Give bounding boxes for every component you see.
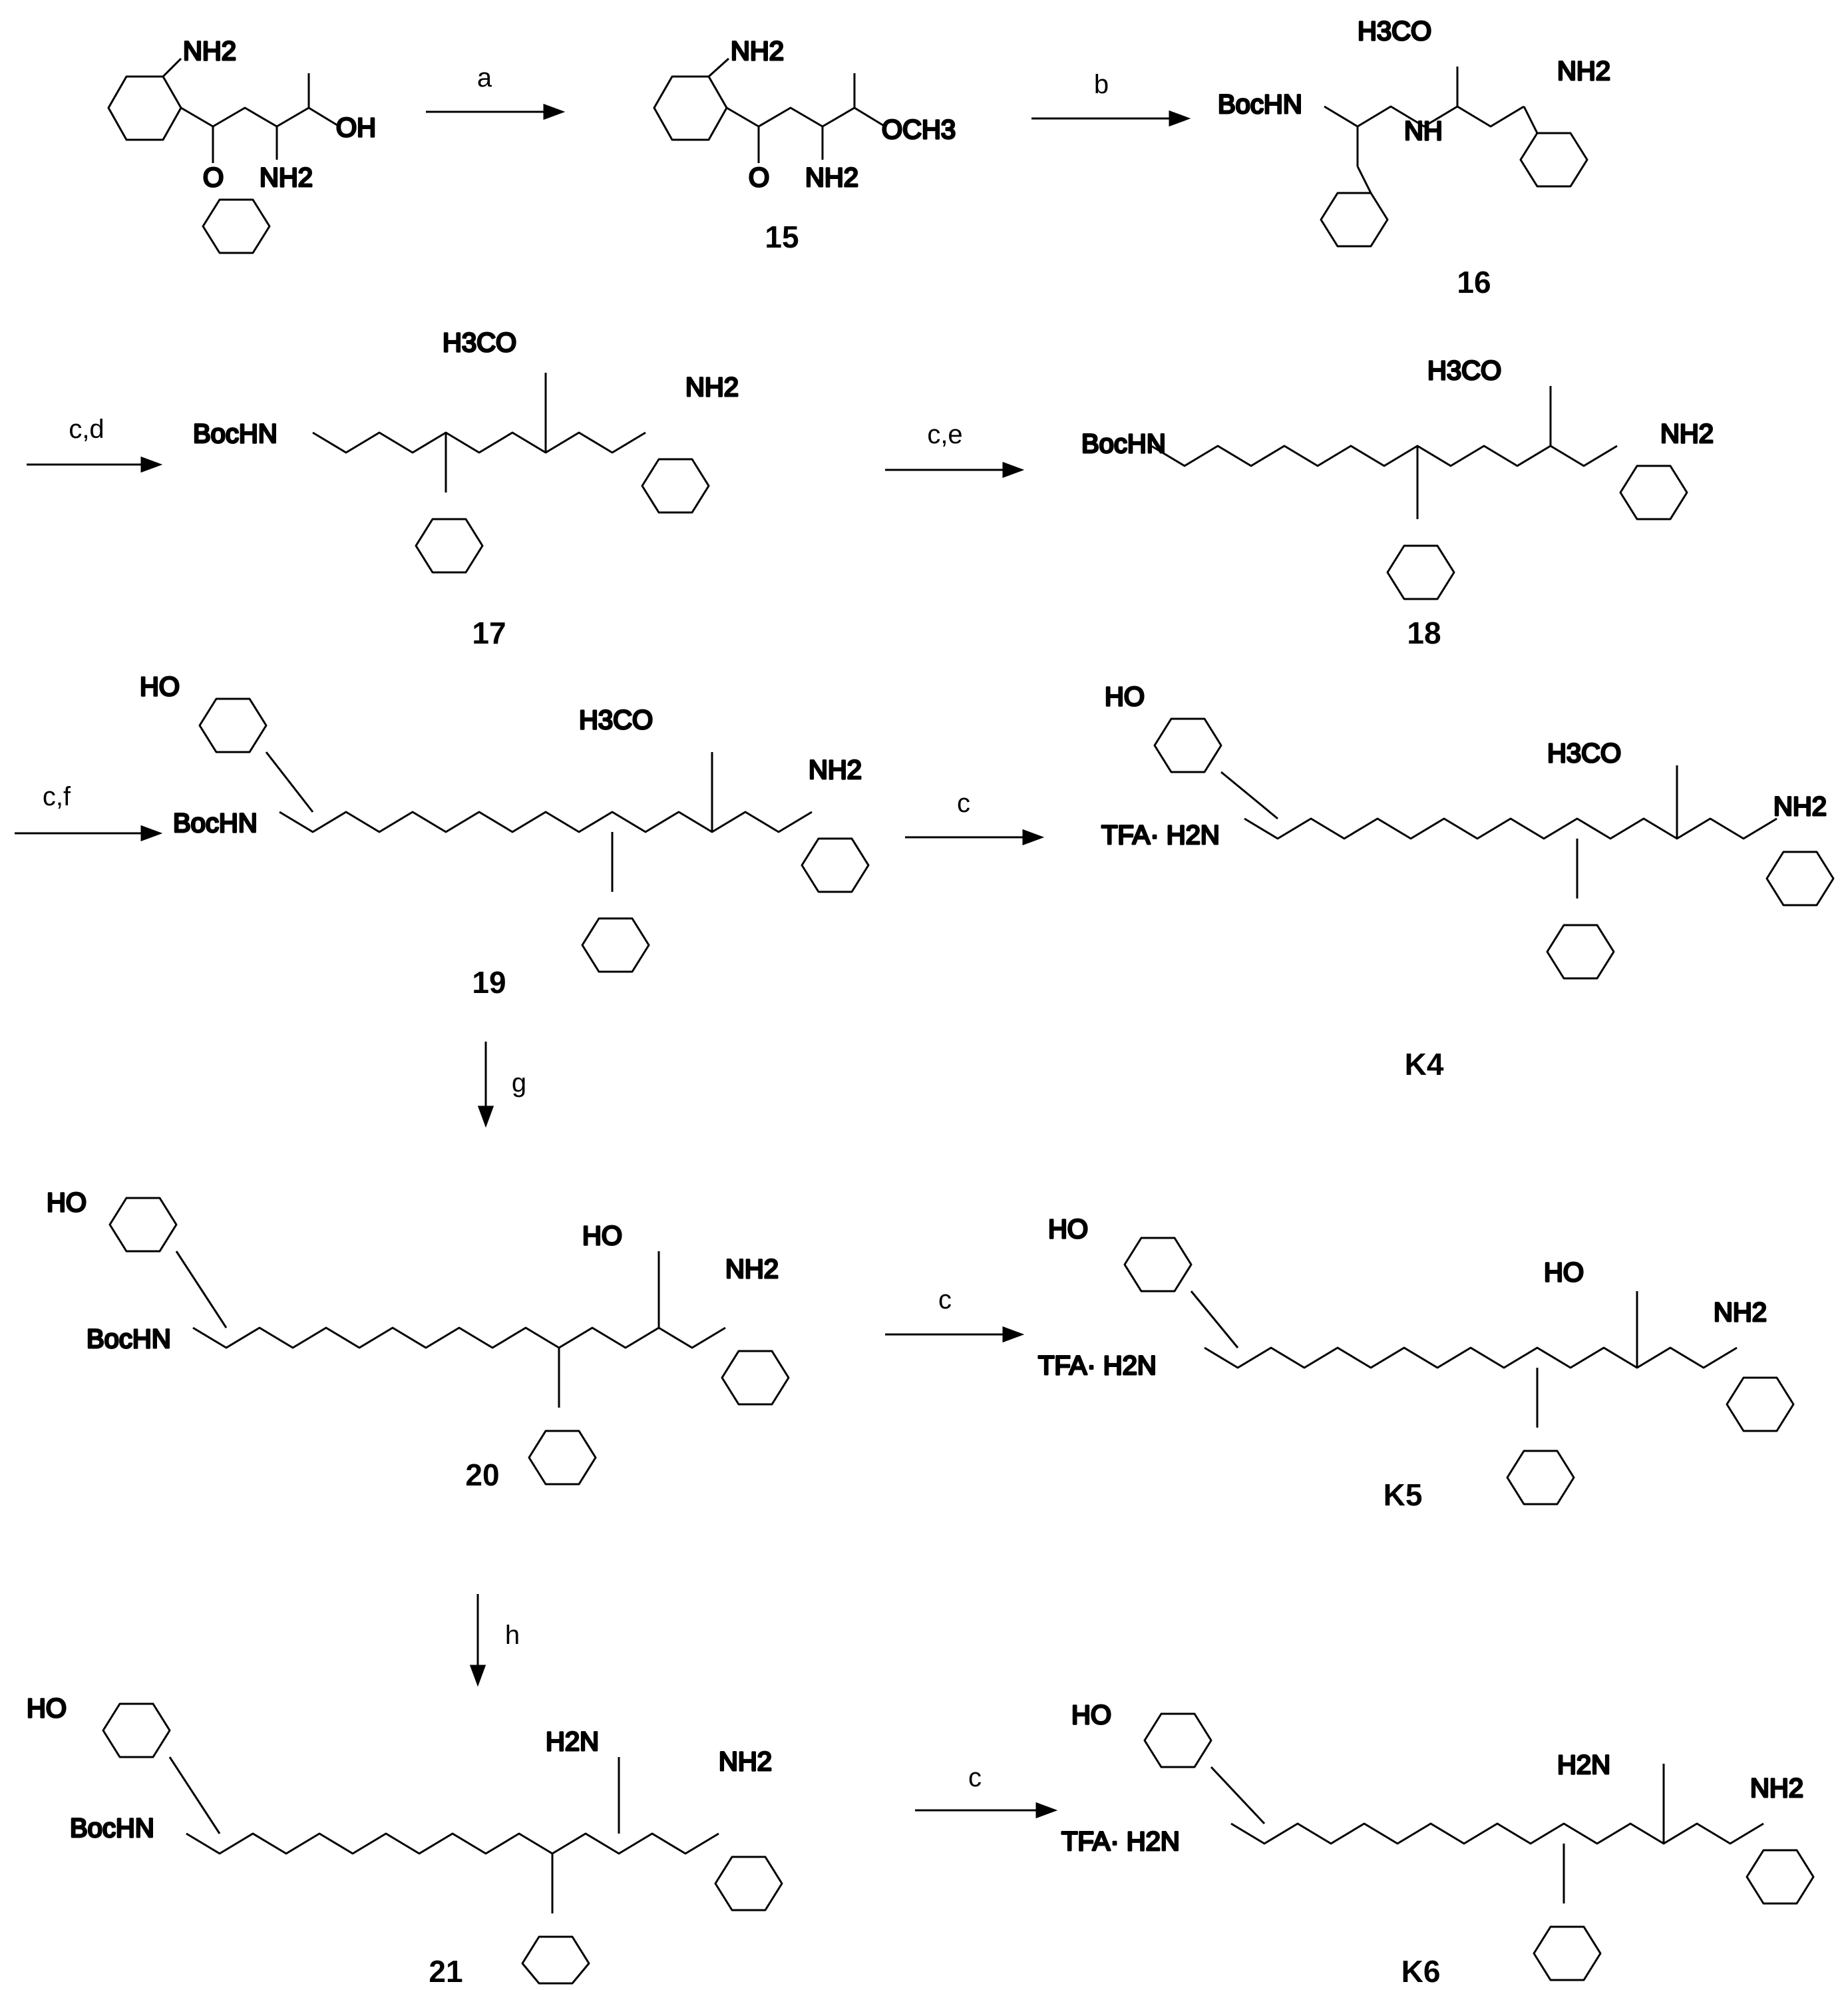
reagent-label-cd: c,d [69, 415, 104, 444]
compound-label-K6: K6 [1401, 1954, 1441, 1989]
compound-label-K5: K5 [1384, 1478, 1423, 1512]
c19-bochn: BocHN [173, 809, 258, 838]
c17-h3co: H3CO [443, 328, 516, 357]
c20-oh-acid: HO [582, 1221, 622, 1251]
c18-h3co: H3CO [1427, 356, 1501, 385]
structure-K4 [1153, 717, 1835, 980]
structure-19 [198, 198, 870, 973]
arrowhead-g [477, 1105, 494, 1128]
reagent-label-g: g [512, 1068, 526, 1097]
reagent-label-ce: c,e [927, 420, 962, 449]
arrowhead-c2 [1002, 1326, 1025, 1343]
c16-h3co: H3CO [1358, 17, 1431, 46]
c17-bochn: BocHN [193, 419, 277, 449]
c21-h2n-amide: H2N [546, 1727, 599, 1756]
kyn-o: O [203, 163, 224, 192]
K5-ho: HO [1048, 1215, 1088, 1244]
reagent-label-c3: c [968, 1763, 982, 1792]
kyn-nh2-alpha: NH2 [260, 163, 313, 192]
arrowhead-b [1169, 110, 1191, 127]
c19-ho: HO [140, 672, 180, 701]
c15-och3: OCH3 [882, 115, 956, 144]
structure-16 [1320, 67, 1588, 248]
reagent-label-b: b [1094, 70, 1109, 99]
structure-18 [1151, 386, 1688, 600]
c20-bochn: BocHN [87, 1324, 171, 1354]
reagent-label-cf: c,f [43, 782, 71, 811]
arrowhead-h [469, 1665, 486, 1687]
K4-tfa-h2n: TFA· H2N [1101, 821, 1220, 850]
c16-bochn: BocHN [1218, 90, 1302, 119]
reagent-labels: a b c,d c,e c,f c g c h c [43, 63, 1109, 1792]
structure-kynurenine [107, 57, 340, 163]
kyn-nh2: NH2 [183, 37, 236, 66]
K6-h2n-amide: H2N [1557, 1750, 1610, 1780]
K4-h3co: H3CO [1547, 739, 1621, 768]
c19-h3co: H3CO [579, 705, 653, 735]
c18-bochn: BocHN [1081, 429, 1166, 459]
arrowhead-a [543, 103, 566, 120]
compound-labels: 15 16 17 18 19 K4 20 K5 21 K6 [429, 220, 1491, 1989]
c20-nh2: NH2 [725, 1255, 779, 1284]
reagent-label-h: h [505, 1621, 520, 1650]
c15-o: O [749, 163, 769, 192]
compound-label-20: 20 [465, 1458, 499, 1492]
K6-ho: HO [1071, 1700, 1111, 1730]
compound-label-19: 19 [472, 965, 506, 1000]
c16-nh2: NH2 [1557, 57, 1610, 86]
arrowhead-c1 [1022, 829, 1045, 846]
K5-nh2: NH2 [1714, 1298, 1767, 1327]
c18-nh2: NH2 [1660, 419, 1714, 449]
K4-nh2: NH2 [1773, 792, 1827, 821]
structure-K6 [1143, 1712, 1815, 1981]
arrowhead-cf [140, 825, 163, 842]
structure-K5 [1123, 1237, 1795, 1505]
structure-20 [108, 1197, 790, 1486]
c21-nh2: NH2 [719, 1747, 772, 1776]
compound-label-17: 17 [472, 616, 506, 650]
c16-nh: NH [1404, 116, 1443, 146]
compound-label-18: 18 [1407, 616, 1441, 650]
reagent-label-c1: c [957, 789, 970, 818]
arrows [15, 103, 1191, 1819]
c15-nh2: NH2 [731, 37, 784, 66]
reagent-label-c2: c [938, 1285, 952, 1314]
structure-21 [102, 1702, 783, 1985]
c21-ho: HO [27, 1694, 67, 1723]
compound-label-K4: K4 [1405, 1047, 1444, 1082]
K5-tfa-h2n: TFA· H2N [1038, 1351, 1157, 1380]
compound-label-15: 15 [765, 220, 799, 254]
K6-nh2: NH2 [1750, 1774, 1803, 1803]
structure-15 [653, 57, 886, 163]
arrowhead-cd [140, 456, 163, 473]
compound-label-21: 21 [429, 1954, 462, 1989]
c21-bochn: BocHN [70, 1814, 154, 1843]
c15-nh2-alpha: NH2 [805, 163, 858, 192]
K4-ho: HO [1105, 682, 1145, 711]
reagent-label-a: a [477, 63, 492, 93]
compound-label-16: 16 [1457, 265, 1491, 299]
kyn-oh: OH [336, 113, 376, 142]
structure-17 [312, 373, 710, 574]
arrowhead-ce [1002, 461, 1025, 479]
arrowhead-c3 [1035, 1802, 1058, 1819]
K6-tfa-h2n: TFA· H2N [1061, 1827, 1180, 1856]
c19-nh2: NH2 [809, 755, 862, 785]
c17-nh2: NH2 [685, 373, 739, 402]
K5-oh-acid: HO [1544, 1258, 1584, 1287]
c20-ho: HO [47, 1188, 87, 1217]
